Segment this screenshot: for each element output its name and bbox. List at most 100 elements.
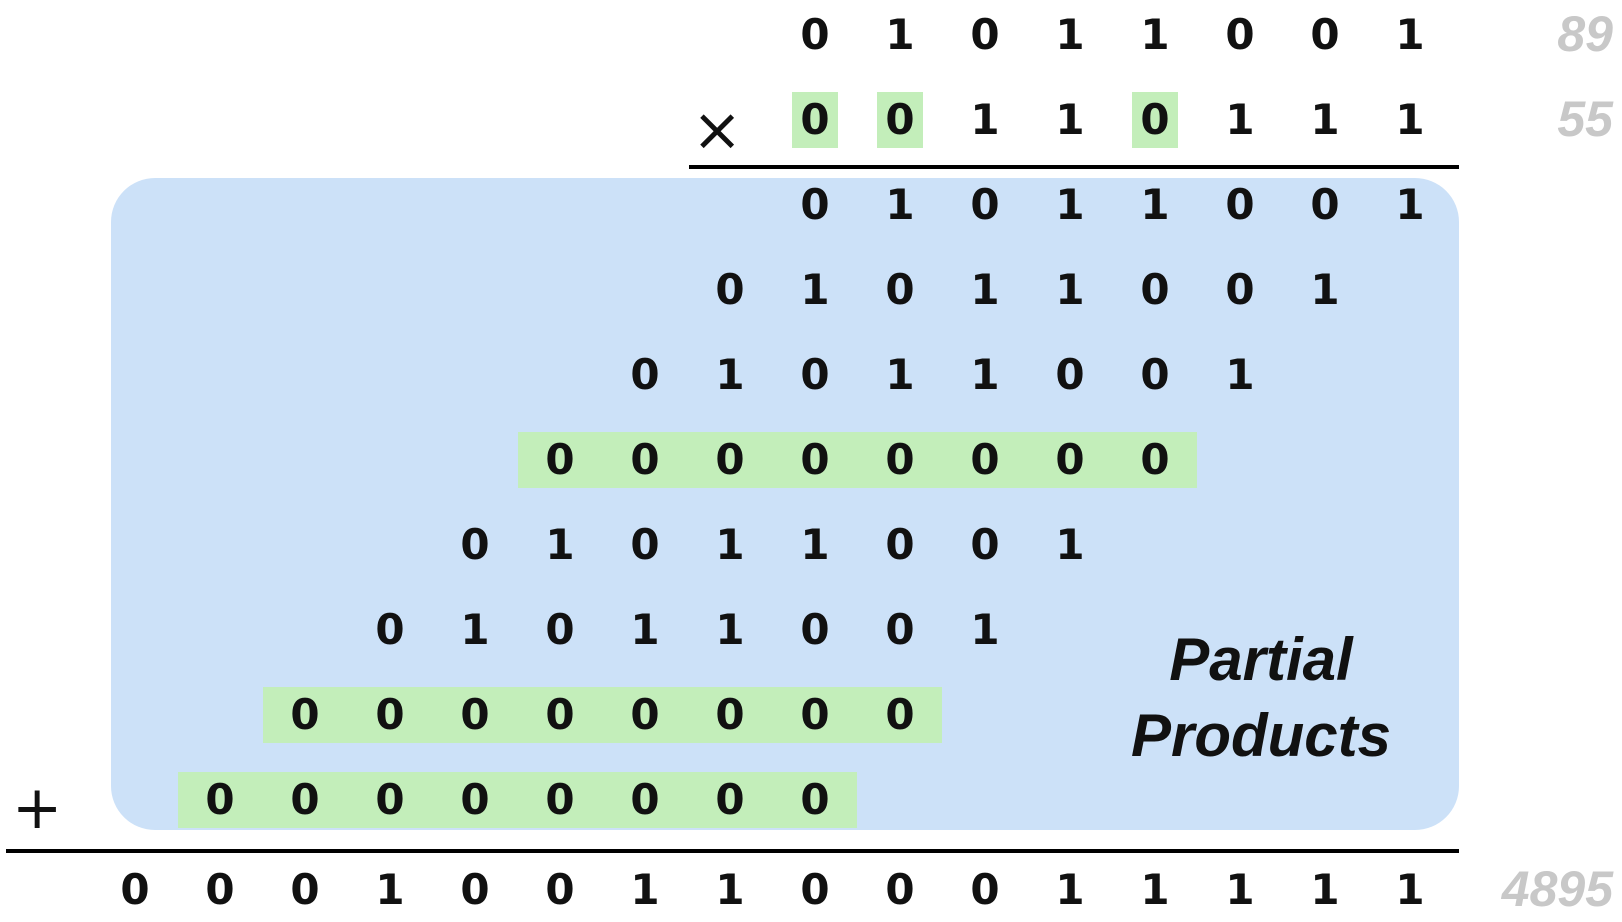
- multiplier-bit: 1: [970, 95, 1000, 144]
- partial-product-bit: 1: [885, 350, 915, 399]
- partial-product-bit: 0: [800, 690, 830, 739]
- partial-product-bit: 0: [1310, 180, 1340, 229]
- product-bit: 1: [1140, 865, 1170, 914]
- multiplicand-bit: 1: [1055, 10, 1085, 59]
- product-bit: 0: [120, 865, 150, 914]
- product-bit: 1: [715, 865, 745, 914]
- partial-product-bit: 1: [715, 350, 745, 399]
- partial-product-bit: 1: [970, 350, 1000, 399]
- partial-product-bit: 1: [545, 520, 575, 569]
- partial-product-bit: 0: [1055, 435, 1085, 484]
- partial-product-bit: 1: [1395, 180, 1425, 229]
- multiplicand-bit: 0: [1225, 10, 1255, 59]
- partial-product-bit: 1: [630, 605, 660, 654]
- partial-product-bit: 0: [460, 775, 490, 824]
- product-decimal: 4895: [1501, 861, 1613, 917]
- partial-product-bit: 0: [375, 690, 405, 739]
- partial-product-bit: 1: [800, 265, 830, 314]
- partial-product-bit: 0: [970, 180, 1000, 229]
- partial-product-bit: 0: [1140, 265, 1170, 314]
- partial-product-bit: 0: [885, 265, 915, 314]
- partial-product-bit: 1: [715, 605, 745, 654]
- multiplication-rule: [689, 165, 1459, 169]
- partial-product-bit: 0: [205, 775, 235, 824]
- partial-product-bit: 0: [630, 520, 660, 569]
- partial-product-bit: 0: [1225, 180, 1255, 229]
- multiplier-zero-highlight: [1132, 92, 1178, 148]
- partial-product-bit: 0: [800, 350, 830, 399]
- partial-product-bit: 0: [460, 690, 490, 739]
- partial-product-bit: 0: [800, 605, 830, 654]
- zero-partial-product-highlight: [263, 687, 942, 743]
- multiplier-zero-highlight: [877, 92, 923, 148]
- sum-rule: [6, 849, 1459, 853]
- partial-product-bit: 1: [800, 520, 830, 569]
- product-bit: 1: [1310, 865, 1340, 914]
- multiplier-bit: 0: [800, 95, 830, 144]
- partial-product-bit: 0: [630, 775, 660, 824]
- partial-product-bit: 0: [885, 605, 915, 654]
- partial-product-bit: 0: [715, 775, 745, 824]
- multiplier-decimal: 55: [1557, 91, 1613, 147]
- multiplier-bit: 0: [885, 95, 915, 144]
- partial-product-bit: 0: [630, 690, 660, 739]
- partial-product-bit: 0: [1140, 435, 1170, 484]
- times-sign: ×: [692, 95, 743, 165]
- partial-product-bit: 0: [290, 690, 320, 739]
- partial-product-bit: 0: [715, 265, 745, 314]
- partial-product-bit: 1: [1055, 265, 1085, 314]
- multiplicand-bit: 1: [1395, 10, 1425, 59]
- partial-products-label-line2: Products: [1130, 702, 1392, 769]
- partial-product-bit: 0: [460, 520, 490, 569]
- product-bit: 0: [800, 865, 830, 914]
- partial-product-bit: 1: [460, 605, 490, 654]
- product-bit: 1: [1055, 865, 1085, 914]
- product-bit: 1: [1225, 865, 1255, 914]
- partial-product-bit: 0: [630, 435, 660, 484]
- multiplicand-bit: 1: [1140, 10, 1170, 59]
- product-bit: 1: [630, 865, 660, 914]
- partial-product-bit: 0: [715, 690, 745, 739]
- partial-product-bit: 0: [545, 605, 575, 654]
- partial-product-bit: 0: [1055, 350, 1085, 399]
- product-bit: 1: [1395, 865, 1425, 914]
- multiplier-bit: 1: [1310, 95, 1340, 144]
- partial-product-bit: 0: [545, 775, 575, 824]
- partial-product-bit: 1: [1225, 350, 1255, 399]
- multiplicand-bit: 0: [1310, 10, 1340, 59]
- partial-product-bit: 0: [545, 435, 575, 484]
- partial-product-bit: 0: [885, 435, 915, 484]
- partial-product-bit: 0: [1140, 350, 1170, 399]
- product-bit: 0: [460, 865, 490, 914]
- partial-product-bit: 0: [630, 350, 660, 399]
- partial-product-bit: 1: [1055, 520, 1085, 569]
- partial-product-bit: 0: [800, 435, 830, 484]
- partial-product-bit: 0: [885, 690, 915, 739]
- multiplier-bit: 1: [1055, 95, 1085, 144]
- partial-product-bit: 0: [800, 180, 830, 229]
- partial-products-label-line1: Partial: [1169, 626, 1353, 693]
- multiplier-zero-highlight: [792, 92, 838, 148]
- partial-product-bit: 1: [1310, 265, 1340, 314]
- product-bit: 0: [885, 865, 915, 914]
- partial-product-bit: 0: [290, 775, 320, 824]
- partial-product-bit: 0: [970, 520, 1000, 569]
- zero-partial-product-highlight: [518, 432, 1197, 488]
- partial-product-bit: 0: [800, 775, 830, 824]
- partial-product-bit: 0: [375, 775, 405, 824]
- product-bit: 0: [205, 865, 235, 914]
- product-bit: 0: [290, 865, 320, 914]
- multiplicand-bit: 0: [800, 10, 830, 59]
- zero-partial-product-highlight: [178, 772, 857, 828]
- partial-product-bit: 1: [1140, 180, 1170, 229]
- partial-product-bit: 1: [715, 520, 745, 569]
- partial-product-bit: 0: [545, 690, 575, 739]
- partial-product-bit: 0: [1225, 265, 1255, 314]
- multiplier-bit: 0: [1140, 95, 1170, 144]
- product-bit: 1: [375, 865, 405, 914]
- multiplier-bit: 1: [1225, 95, 1255, 144]
- plus-sign: +: [12, 773, 63, 843]
- partial-product-bit: 0: [375, 605, 405, 654]
- multiplicand-decimal: 89: [1557, 6, 1613, 62]
